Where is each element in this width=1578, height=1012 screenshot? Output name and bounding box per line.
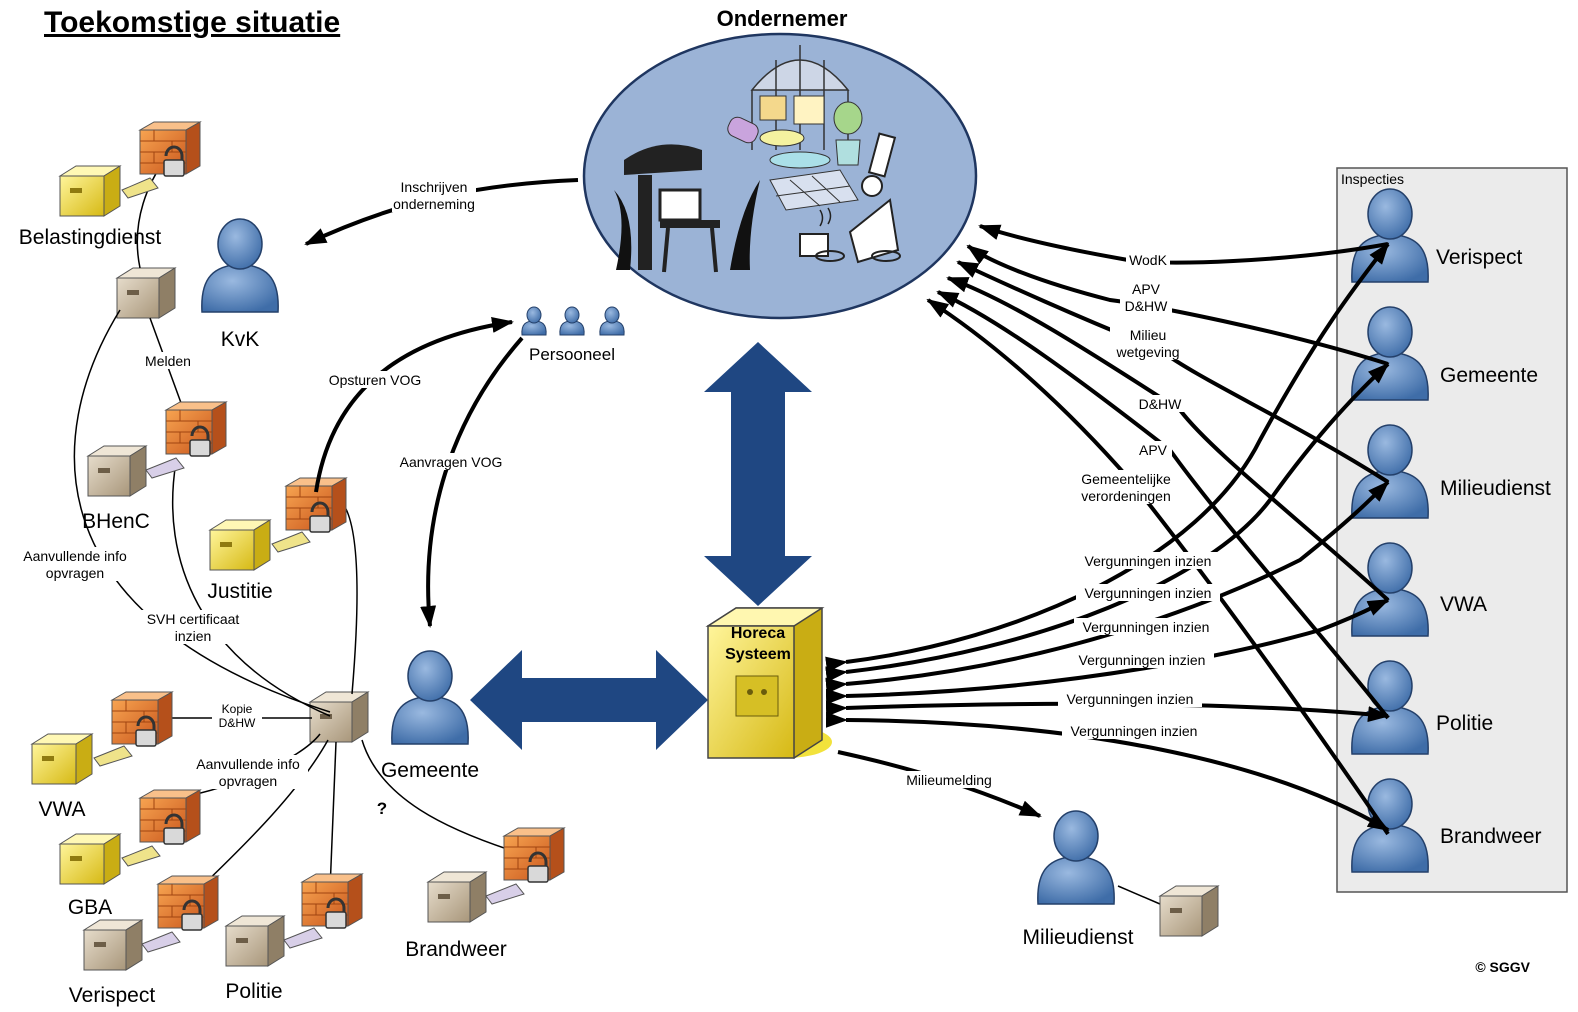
inspectie-vwa-label: VWA bbox=[1440, 593, 1487, 616]
inspectie-brandweer-label: Brandweer bbox=[1440, 825, 1542, 848]
justitie-node[interactable]: Justitie bbox=[207, 476, 348, 603]
svg-text:Milieu: Milieu bbox=[1130, 327, 1167, 343]
gemeente-label: Gemeente bbox=[381, 759, 479, 782]
copyright-label: © SGGV bbox=[1475, 959, 1530, 975]
inspecties-title: Inspecties bbox=[1341, 171, 1404, 187]
bhenc-node[interactable]: BHenC bbox=[82, 400, 228, 533]
inspectie-politie[interactable]: Politie bbox=[1351, 660, 1493, 755]
svg-text:APV: APV bbox=[1139, 442, 1168, 458]
page-title: Toekomstige situatie bbox=[44, 6, 340, 39]
horeca-label-2: Systeem bbox=[725, 646, 791, 663]
inspectie-milieudienst-label: Milieudienst bbox=[1440, 477, 1551, 500]
inspectie-gemeente[interactable]: Gemeente bbox=[1351, 306, 1538, 401]
svg-text:Inschrijven: Inschrijven bbox=[401, 179, 468, 195]
svg-text:Vergunningen inzien: Vergunningen inzien bbox=[1067, 691, 1194, 707]
svg-text:Aanvullende info: Aanvullende info bbox=[196, 756, 300, 772]
svg-text:Melden: Melden bbox=[145, 353, 191, 369]
svg-text:onderneming: onderneming bbox=[393, 196, 475, 212]
svg-text:Vergunningen inzien: Vergunningen inzien bbox=[1071, 723, 1198, 739]
svg-text:Milieumelding: Milieumelding bbox=[906, 772, 992, 788]
inspectie-to-ondernemer-arrows bbox=[926, 224, 1390, 836]
gemeente-node[interactable]: Gemeente bbox=[381, 650, 479, 782]
horeca-label-1: Horeca bbox=[731, 625, 785, 642]
inspectie-verispect-label: Verispect bbox=[1436, 246, 1523, 269]
vergunningen-arrows bbox=[825, 242, 1390, 832]
right-edge-labels: WodK APV D&HW Milieu wetgeving D&HW APV … bbox=[1058, 251, 1220, 739]
restaurant-illustration bbox=[614, 45, 901, 273]
vwa-node[interactable]: VWA bbox=[31, 690, 174, 821]
svg-text:opvragen: opvragen bbox=[46, 565, 104, 581]
svg-text:WodK: WodK bbox=[1129, 252, 1168, 268]
svg-text:verordeningen: verordeningen bbox=[1081, 488, 1171, 504]
svg-text:Vergunningen inzien: Vergunningen inzien bbox=[1085, 553, 1212, 569]
personeel-group[interactable]: Persooneel bbox=[521, 306, 625, 364]
politie-label: Politie bbox=[225, 980, 282, 1003]
milieudienst-label: Milieudienst bbox=[1023, 926, 1134, 949]
ondernemer-horeca-double-arrow bbox=[704, 342, 812, 606]
svg-text:D&HW: D&HW bbox=[1139, 396, 1183, 412]
inspectie-brandweer[interactable]: Brandweer bbox=[1351, 778, 1542, 873]
verispect-label: Verispect bbox=[69, 984, 156, 1007]
gba-node[interactable]: GBA bbox=[59, 788, 202, 919]
belastingdienst-node[interactable]: Belastingdienst bbox=[19, 120, 202, 249]
gemeente-horeca-double-arrow bbox=[470, 650, 708, 750]
inspectie-verispect[interactable]: Verispect bbox=[1351, 188, 1523, 283]
svg-text:Aanvragen VOG: Aanvragen VOG bbox=[400, 454, 503, 470]
svg-text:Vergunningen inzien: Vergunningen inzien bbox=[1085, 585, 1212, 601]
verispect-node[interactable]: Verispect bbox=[69, 874, 220, 1007]
svg-text:Vergunningen inzien: Vergunningen inzien bbox=[1083, 619, 1210, 635]
personeel-label: Persooneel bbox=[529, 345, 615, 364]
svg-text:Aanvullende info: Aanvullende info bbox=[23, 548, 127, 564]
gba-label: GBA bbox=[68, 896, 112, 919]
inspectie-milieudienst[interactable]: Milieudienst bbox=[1351, 424, 1551, 519]
svg-text:Gemeentelijke: Gemeentelijke bbox=[1081, 471, 1171, 487]
vwa-label: VWA bbox=[38, 798, 85, 821]
kvk-node[interactable]: KvK bbox=[201, 218, 279, 351]
kvk-box bbox=[116, 267, 176, 319]
brandweer-label: Brandweer bbox=[405, 938, 507, 961]
svg-text:D&HW: D&HW bbox=[1125, 298, 1169, 314]
belastingdienst-label: Belastingdienst bbox=[19, 226, 162, 249]
milieudienst-box bbox=[1159, 885, 1219, 937]
svg-text:APV: APV bbox=[1132, 281, 1161, 297]
svg-text:wetgeving: wetgeving bbox=[1115, 344, 1179, 360]
svg-text:Vergunningen inzien: Vergunningen inzien bbox=[1079, 652, 1206, 668]
svg-text:inzien: inzien bbox=[175, 628, 212, 644]
ondernemer-label: Ondernemer bbox=[717, 6, 848, 31]
inspectie-vwa[interactable]: VWA bbox=[1351, 542, 1487, 637]
justitie-label: Justitie bbox=[207, 580, 272, 603]
milieudienst-node[interactable]: Milieudienst bbox=[1023, 810, 1134, 949]
politie-node[interactable]: Politie bbox=[225, 872, 364, 1003]
horeca-systeem-server[interactable]: Horeca Systeem bbox=[705, 607, 832, 760]
svg-text:Kopie: Kopie bbox=[222, 702, 253, 716]
kvk-label: KvK bbox=[221, 328, 260, 351]
svg-text:?: ? bbox=[377, 799, 387, 818]
bhenc-label: BHenC bbox=[82, 510, 150, 533]
ondernemer-ellipse bbox=[582, 32, 978, 320]
inspectie-gemeente-label: Gemeente bbox=[1440, 364, 1538, 387]
svg-text:SVH certificaat: SVH certificaat bbox=[147, 611, 240, 627]
brandweer-node[interactable]: Brandweer bbox=[405, 826, 566, 961]
svg-text:Opsturen VOG: Opsturen VOG bbox=[329, 372, 422, 388]
svg-text:opvragen: opvragen bbox=[219, 773, 277, 789]
inspectie-politie-label: Politie bbox=[1436, 712, 1493, 735]
left-edge-labels: Inschrijven onderneming Melden Opsturen … bbox=[16, 178, 1000, 818]
svg-text:D&HW: D&HW bbox=[219, 716, 256, 730]
